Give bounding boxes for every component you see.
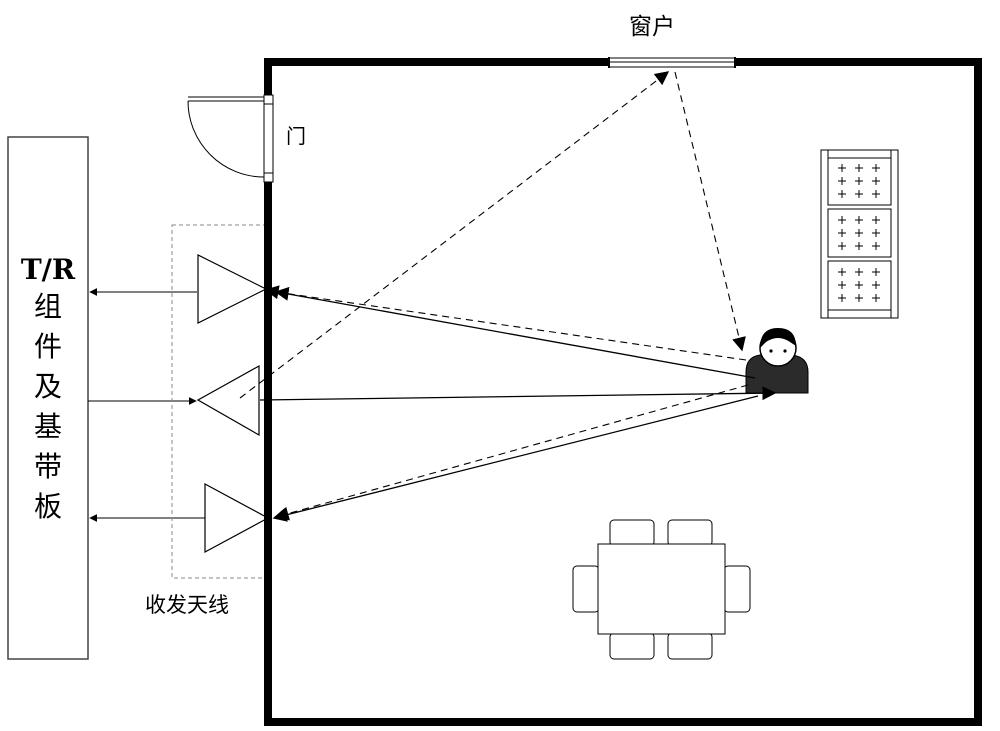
- board-label-line-1: T/R: [21, 253, 76, 286]
- signal-paths: [239, 71, 777, 522]
- chair-right: [723, 565, 751, 613]
- person: [745, 328, 809, 394]
- antenna-label: 收发天线: [145, 593, 229, 617]
- direct-person-to-rx-top: [264, 285, 756, 379]
- tx-antenna-middle: [196, 364, 260, 437]
- chair-top-left: [609, 519, 655, 547]
- board-label-line-6: 带: [34, 450, 62, 483]
- direct-person-to-rx-bottom: [272, 395, 759, 522]
- board-label-line-5: 基: [34, 410, 62, 443]
- multipath-window-to-person: [674, 71, 746, 352]
- board-label-line-4: 及: [34, 370, 62, 403]
- chair-bottom-right: [667, 632, 713, 660]
- room-walls: [264, 58, 982, 726]
- room: 窗户 门: [187, 14, 982, 726]
- board-label-line-7: 板: [34, 490, 62, 523]
- window: [608, 57, 736, 68]
- multipath-tx-to-window: [239, 71, 670, 399]
- chair-bottom-left: [609, 632, 655, 660]
- door: [187, 94, 274, 183]
- table: [597, 543, 726, 635]
- board-label-line-3: 件: [34, 330, 62, 363]
- window-label: 窗户: [629, 14, 675, 40]
- multipath-person-to-rx-bottom: [274, 384, 749, 521]
- antenna-box: [171, 224, 269, 579]
- antenna-group: 收发天线: [145, 224, 270, 617]
- dining-table-set: [572, 519, 751, 660]
- rx-antenna-bottom: [204, 482, 270, 554]
- chair-left: [572, 565, 600, 613]
- chair-top-right: [667, 519, 713, 547]
- sofa: [820, 149, 899, 319]
- tr-baseband-board: T/R 组 件 及 基 带 板: [7, 136, 89, 660]
- door-label: 门: [286, 124, 306, 148]
- rx-antenna-top: [197, 254, 268, 324]
- multipath-person-to-rx-top: [274, 286, 747, 361]
- board-label-line-2: 组: [34, 290, 62, 323]
- direct-tx-to-person: [259, 386, 777, 401]
- board-connections: [88, 288, 205, 522]
